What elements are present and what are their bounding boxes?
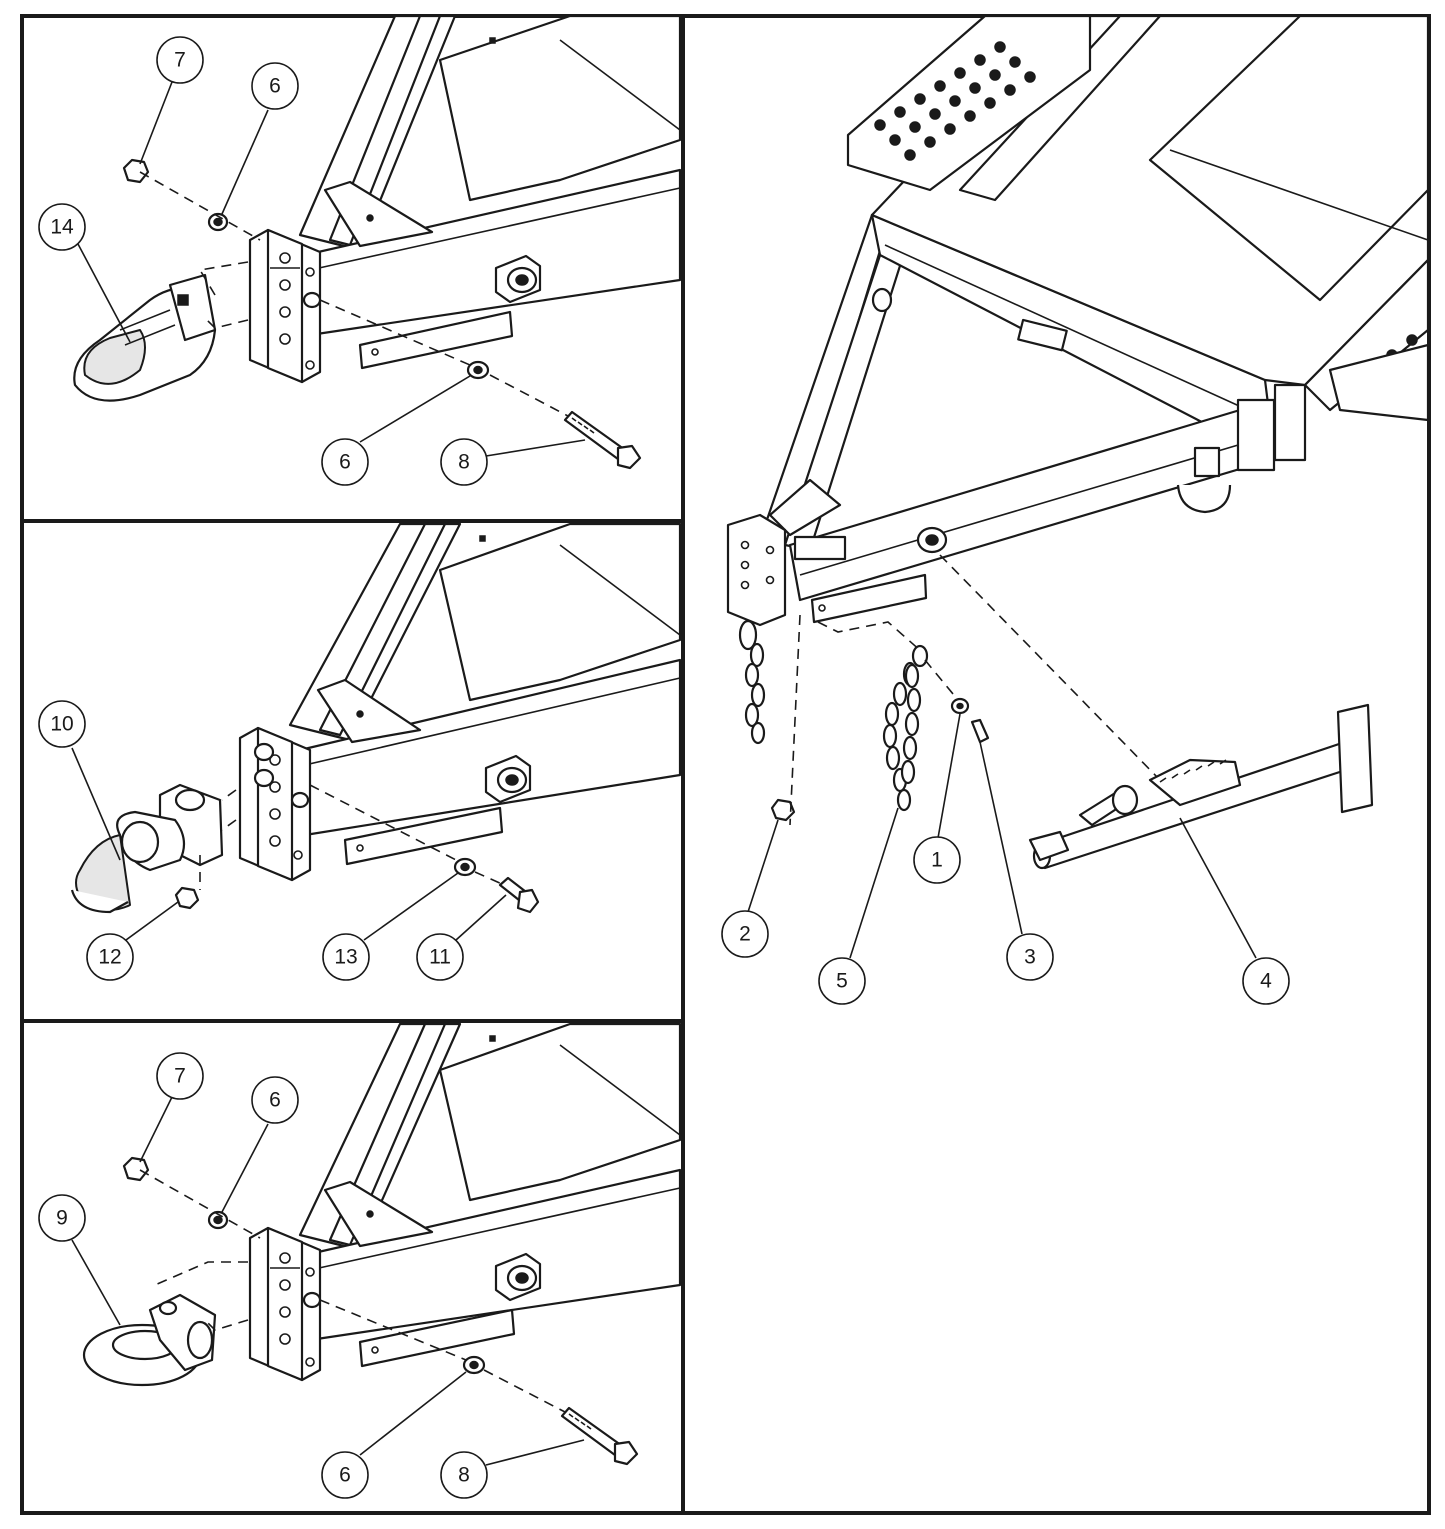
nut-12: [174, 886, 200, 910]
svg-text:14: 14: [50, 216, 74, 239]
callout-7: 7: [156, 1052, 204, 1100]
svg-text:9: 9: [56, 1207, 68, 1230]
hardware-2: [174, 784, 540, 914]
panel-coupler: [73, 14, 682, 470]
callout-6: 6: [251, 62, 299, 110]
callout-10: 10: [38, 700, 86, 748]
trailer-frame: [726, 14, 1430, 627]
trailer-hardware: [770, 554, 1161, 826]
callout-2: 2: [721, 910, 769, 958]
svg-text:4: 4: [1260, 970, 1272, 993]
svg-text:6: 6: [269, 75, 281, 98]
svg-text:5: 5: [836, 970, 848, 993]
safety-chain-5: [882, 644, 929, 812]
pintle-10: [70, 783, 224, 914]
leader-lines: [71, 81, 1257, 1466]
tongue-frame-3: [298, 1022, 682, 1342]
panel-trailer: [726, 14, 1430, 870]
svg-text:10: 10: [50, 713, 73, 736]
svg-text:3: 3: [1024, 946, 1036, 969]
callout-6: 6: [251, 1076, 299, 1124]
callout-6: 6: [321, 1451, 369, 1499]
callout-6: 6: [321, 438, 369, 486]
coupler-14: [73, 273, 217, 402]
mount-plate-3: [248, 1226, 322, 1382]
callout-4: 4: [1242, 957, 1290, 1005]
svg-text:6: 6: [339, 1464, 351, 1487]
jack-4: [1028, 703, 1374, 870]
svg-text:7: 7: [174, 49, 186, 72]
bolt-3: [970, 718, 990, 744]
safety-chain-lug: [494, 254, 542, 304]
callout-3: 3: [1006, 933, 1054, 981]
svg-text:12: 12: [98, 946, 121, 969]
svg-text:2: 2: [739, 923, 751, 946]
safety-chain-lug-2: [484, 754, 532, 804]
callout-14: 14: [38, 203, 86, 251]
callout-11: 11: [416, 933, 464, 981]
safety-chain-lug-3: [494, 1252, 542, 1302]
lunette-9: [82, 1293, 217, 1387]
nut-7-b: [122, 1156, 150, 1182]
callout-8: 8: [440, 438, 488, 486]
tongue-frame-2: [288, 522, 682, 837]
bolt-11: [498, 876, 540, 914]
outer-frame: [20, 14, 1431, 1515]
hardware-3: [122, 1156, 639, 1466]
nut-7: [122, 158, 150, 184]
tongue-frame: [298, 14, 682, 337]
callouts: 7 6 14 6 8 10 12 13 11 7 6 9 6 8 1 2 3 4…: [38, 36, 1290, 1499]
svg-text:1: 1: [931, 849, 943, 872]
callout-1: 1: [913, 836, 961, 884]
panel-pintle: [70, 522, 682, 914]
bracket-3: [358, 1308, 516, 1368]
callout-9: 9: [38, 1194, 86, 1242]
callout-8: 8: [440, 1451, 488, 1499]
panel-lunette: [82, 1022, 682, 1466]
mount-plate-2: [238, 726, 312, 882]
callout-12: 12: [86, 933, 134, 981]
bracket: [358, 310, 514, 370]
bolt-8: [563, 410, 642, 470]
mount-plate: [248, 228, 322, 384]
callout-13: 13: [322, 933, 370, 981]
bolt-8-b: [560, 1406, 639, 1466]
callout-5: 5: [818, 957, 866, 1005]
svg-text:8: 8: [458, 451, 470, 474]
svg-text:13: 13: [334, 946, 357, 969]
hardware: [122, 158, 642, 470]
svg-text:6: 6: [269, 1089, 281, 1112]
svg-text:6: 6: [339, 451, 351, 474]
nut-2: [770, 798, 796, 822]
safety-chain-left: [738, 619, 766, 745]
svg-text:8: 8: [458, 1464, 470, 1487]
svg-text:7: 7: [174, 1065, 186, 1088]
callout-7: 7: [156, 36, 204, 84]
step-holes: [874, 41, 1418, 376]
svg-text:11: 11: [429, 946, 451, 969]
bracket-2: [343, 806, 504, 866]
